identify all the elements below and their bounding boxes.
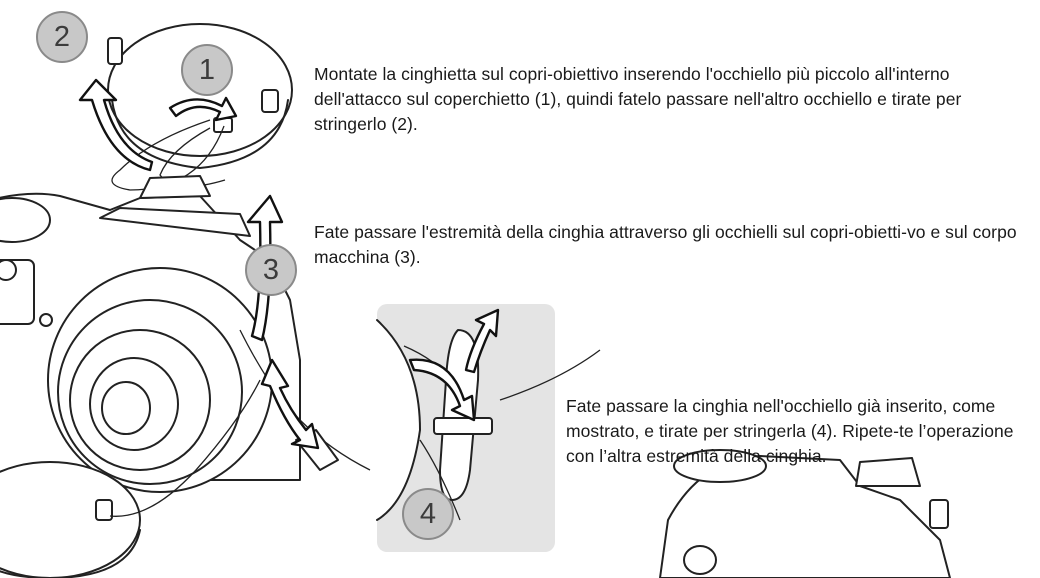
curved-arrow-left-icon (78, 78, 154, 172)
instruction-step-1-2: Montate la cinghietta sul copri-obiettiv… (314, 64, 962, 134)
camera-bottom-right-illustration (659, 449, 951, 578)
arrow-up-right-icon (464, 308, 500, 374)
instruction-step-4: Fate passare la cinghia nell'occhiello g… (566, 396, 1014, 466)
instruction-step-3: Fate passare l'estremità della cinghia a… (314, 222, 1017, 267)
step-badge-2: 2 (36, 11, 88, 63)
step-badge-3: 3 (245, 244, 297, 296)
curved-arrow-down-icon (408, 358, 476, 422)
curved-arrow-swap-icon (168, 96, 238, 122)
step-badge-1: 1 (181, 44, 233, 96)
camera-illustration (0, 175, 301, 493)
step-badge-4: 4 (402, 488, 454, 540)
double-arrow-strap-icon (260, 358, 320, 450)
lens-cap-bottom-illustration (0, 379, 261, 578)
